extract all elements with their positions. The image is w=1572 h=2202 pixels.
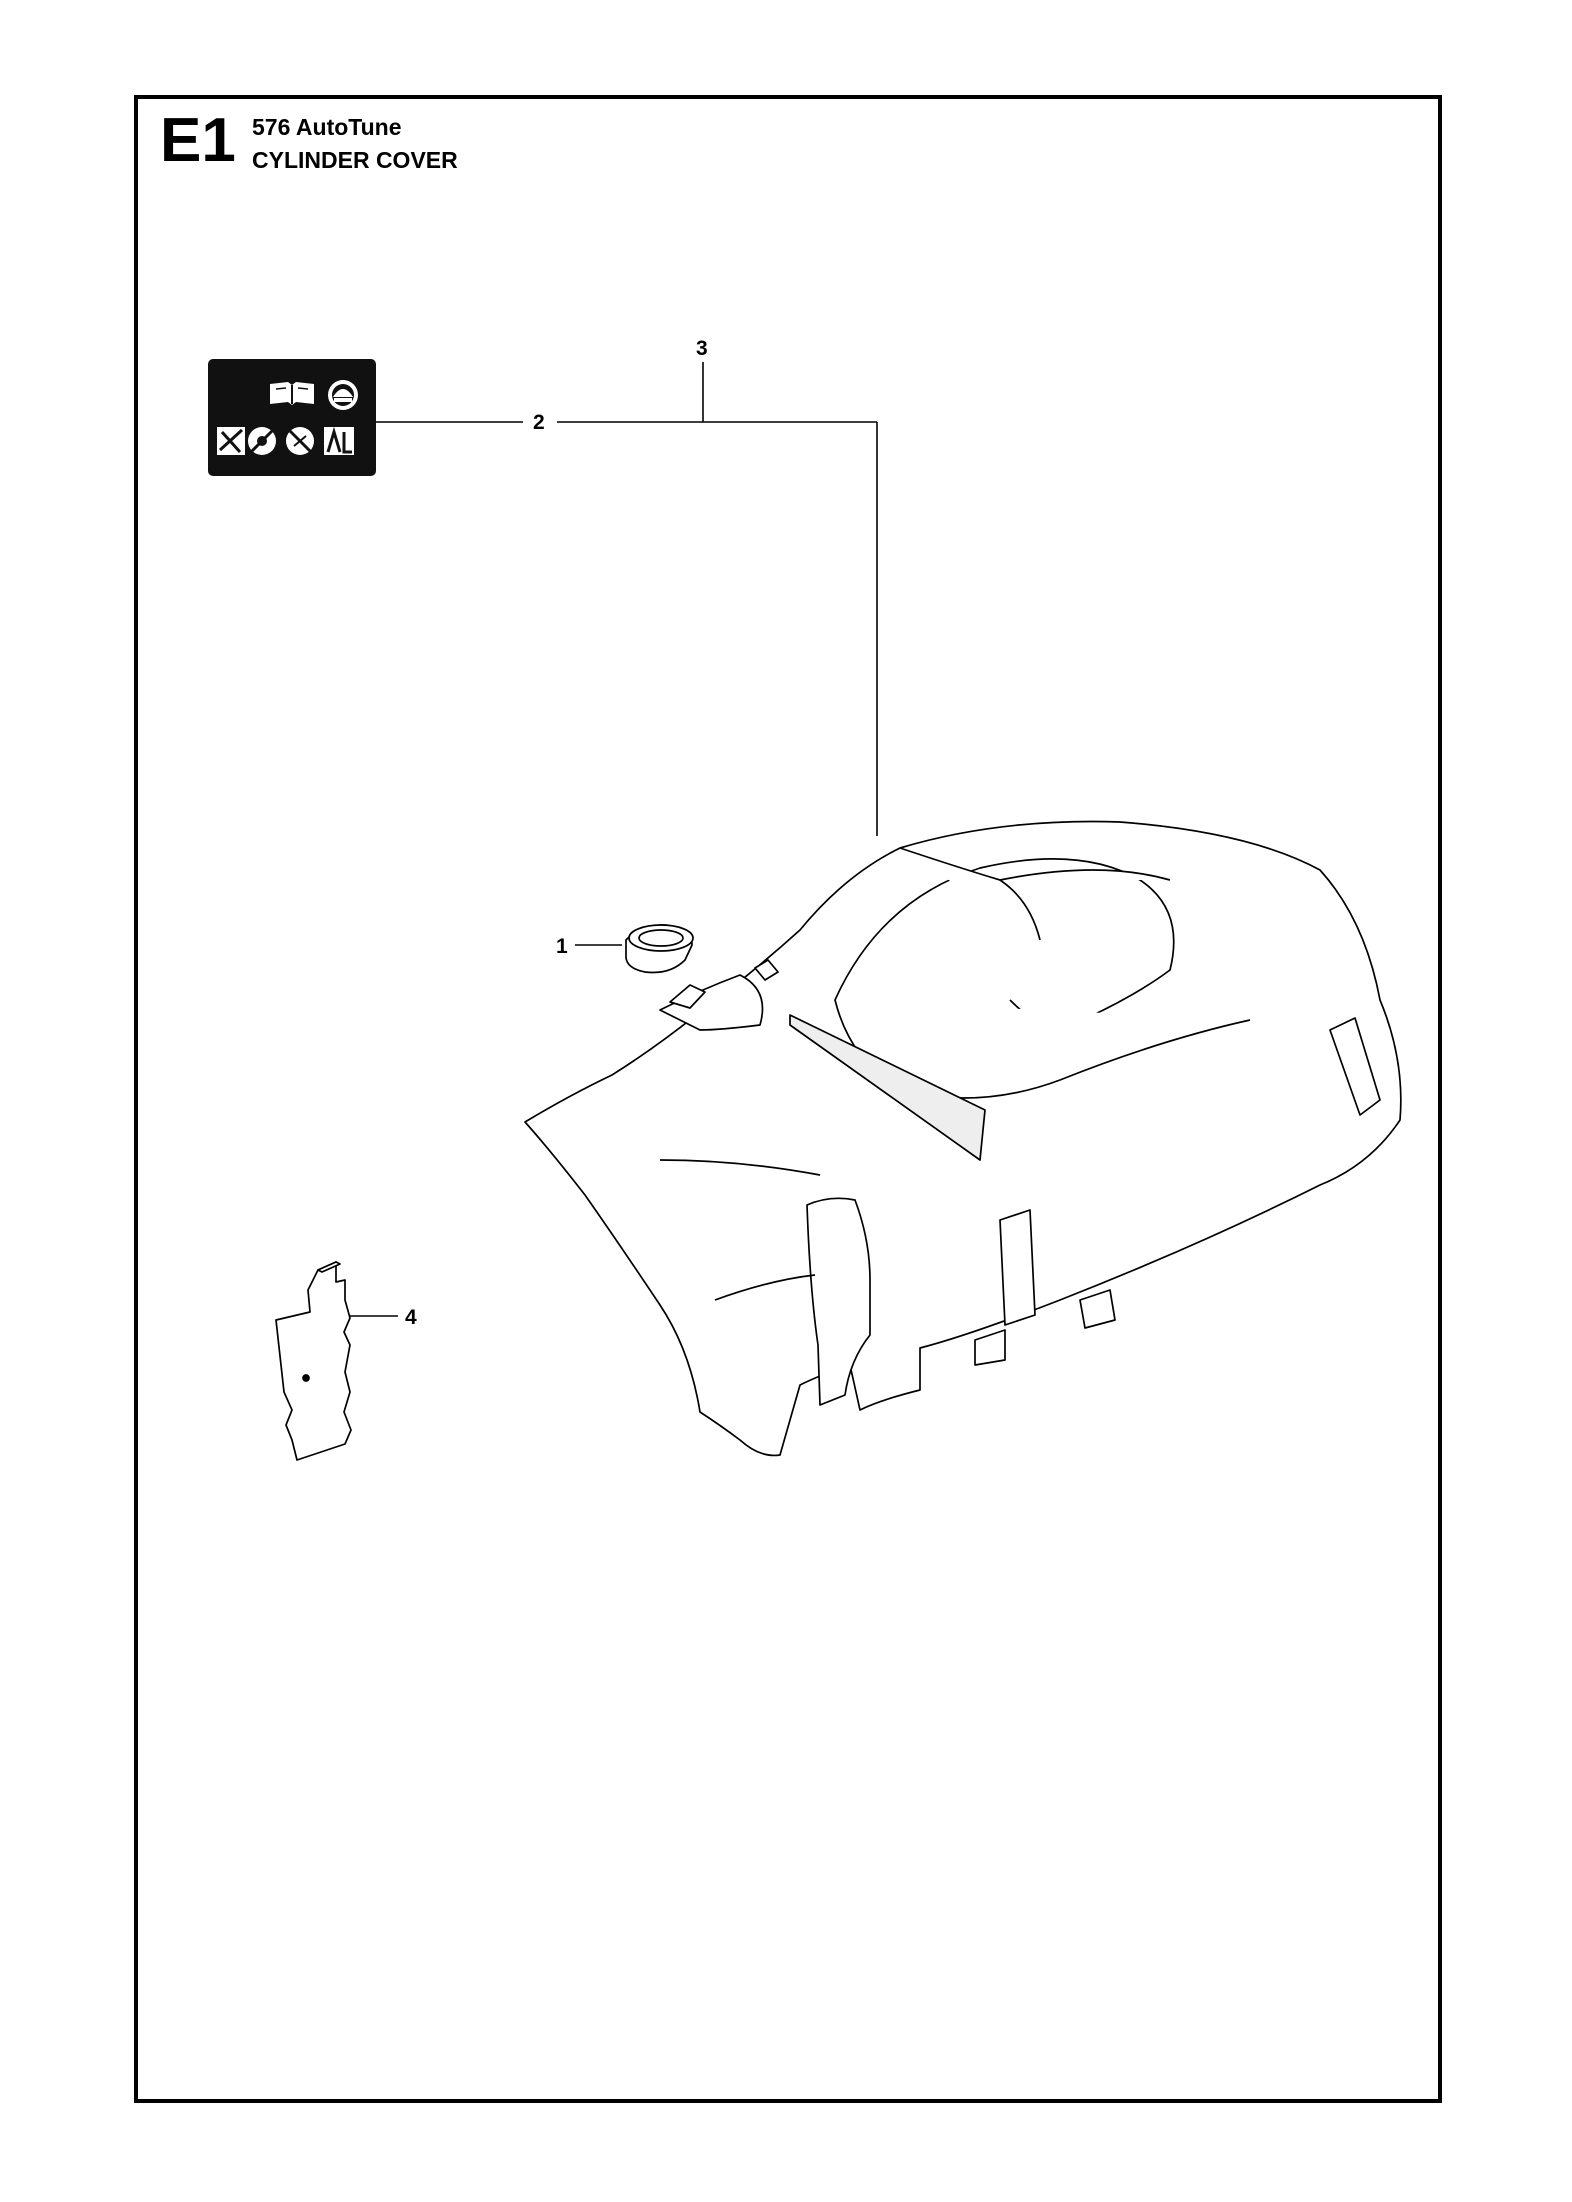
manual-book-icon bbox=[270, 382, 314, 405]
grommet bbox=[625, 924, 694, 974]
callout-2: 2 bbox=[533, 411, 545, 434]
helmet-icon bbox=[328, 380, 358, 410]
page-frame bbox=[134, 95, 1442, 2103]
leader-lines bbox=[348, 362, 878, 1317]
decal-background bbox=[208, 359, 376, 476]
cylinder-cover bbox=[524, 820, 1402, 1457]
section-code: E1 bbox=[160, 106, 236, 175]
heat-shield-plate bbox=[275, 1261, 352, 1461]
callout-3: 3 bbox=[696, 337, 708, 360]
model-title: 576 AutoTune bbox=[252, 114, 402, 140]
section-title: CYLINDER COVER bbox=[252, 147, 458, 173]
warning-decal bbox=[208, 359, 376, 476]
callout-4: 4 bbox=[405, 1306, 417, 1329]
callout-1: 1 bbox=[556, 935, 568, 958]
chainsaw-warning-icons bbox=[217, 426, 354, 455]
